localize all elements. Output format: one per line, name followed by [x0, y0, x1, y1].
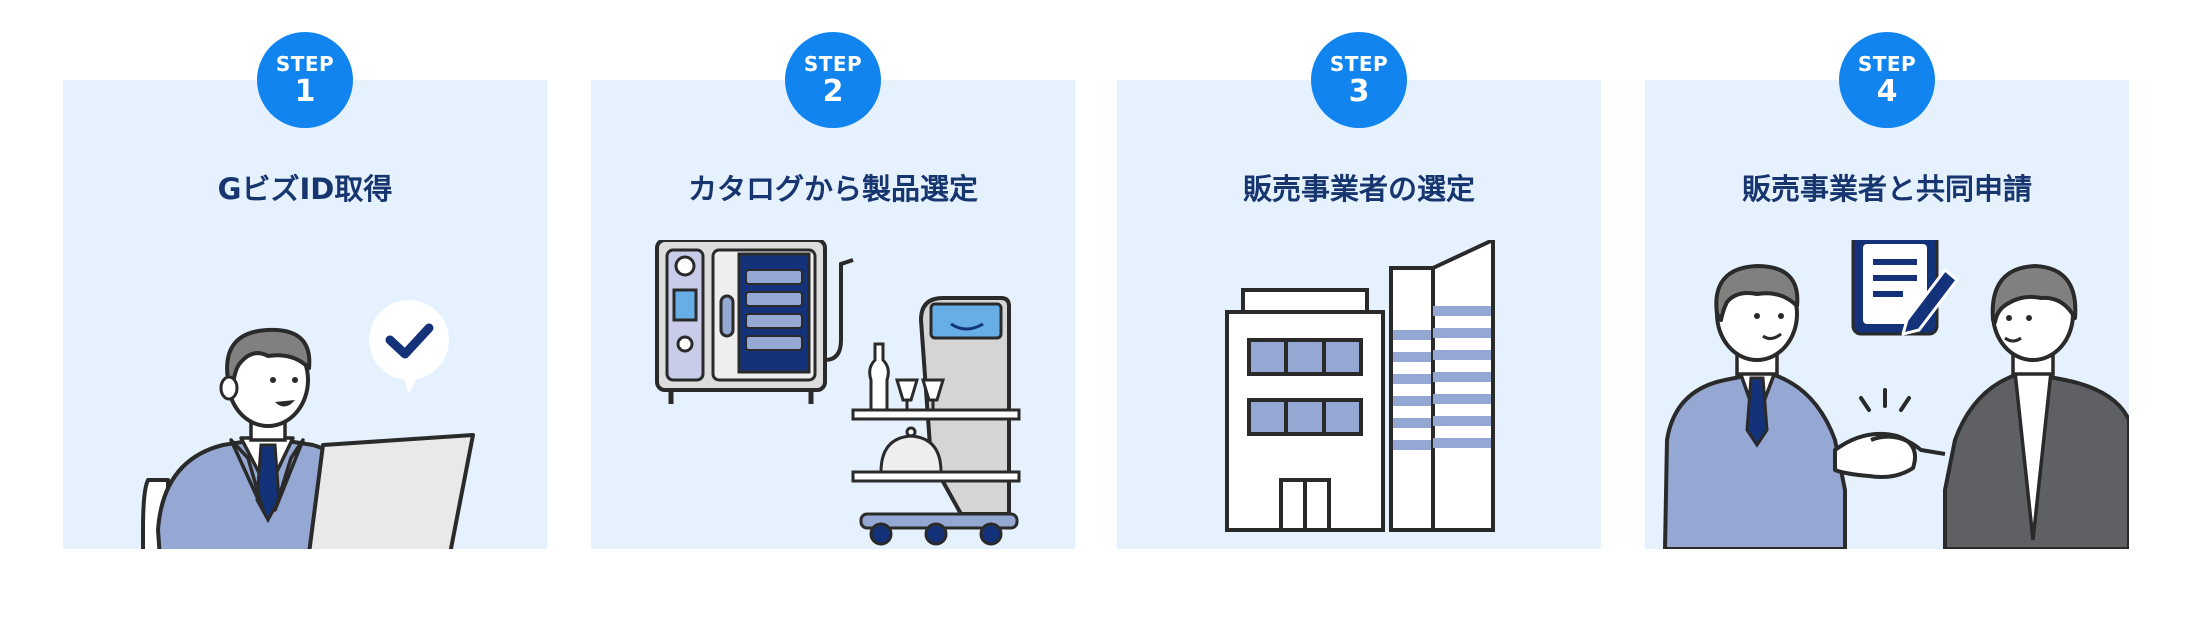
step-3-badge: STEP 3: [1311, 32, 1407, 128]
step-2-title: カタログから製品選定: [687, 172, 978, 206]
step-4-title: 販売事業者と共同申請: [1741, 172, 2032, 206]
step-3-card: STEP 3 販売事業者の選定: [1117, 32, 1601, 549]
buildings-icon: [1117, 240, 1601, 549]
step-1-badge: STEP 1: [257, 32, 353, 128]
step-2-number: 2: [822, 74, 844, 109]
step-2-badge: STEP 2: [785, 32, 881, 128]
step-2-label: STEP: [803, 52, 863, 76]
step-1-label: STEP: [275, 52, 335, 76]
step-3-label: STEP: [1329, 52, 1389, 76]
step-1-card: STEP 1 GビズID取得: [63, 32, 547, 549]
step-4-number: 4: [1876, 74, 1898, 109]
step-4-label: STEP: [1857, 52, 1917, 76]
handshake-icon: [1645, 240, 2129, 549]
step-1-title: GビズID取得: [217, 172, 393, 206]
person-laptop-icon: [63, 240, 547, 549]
step-3-number: 3: [1348, 74, 1370, 109]
step-1-number: 1: [294, 74, 316, 109]
kitchen-equipment-icon: [591, 240, 1075, 549]
step-4-card: STEP 4 販売事業者と共同申請: [1645, 32, 2129, 549]
step-3-title: 販売事業者の選定: [1242, 172, 1475, 206]
step-4-badge: STEP 4: [1839, 32, 1935, 128]
step-2-card: STEP 2 カタログから製品選定: [591, 32, 1075, 549]
